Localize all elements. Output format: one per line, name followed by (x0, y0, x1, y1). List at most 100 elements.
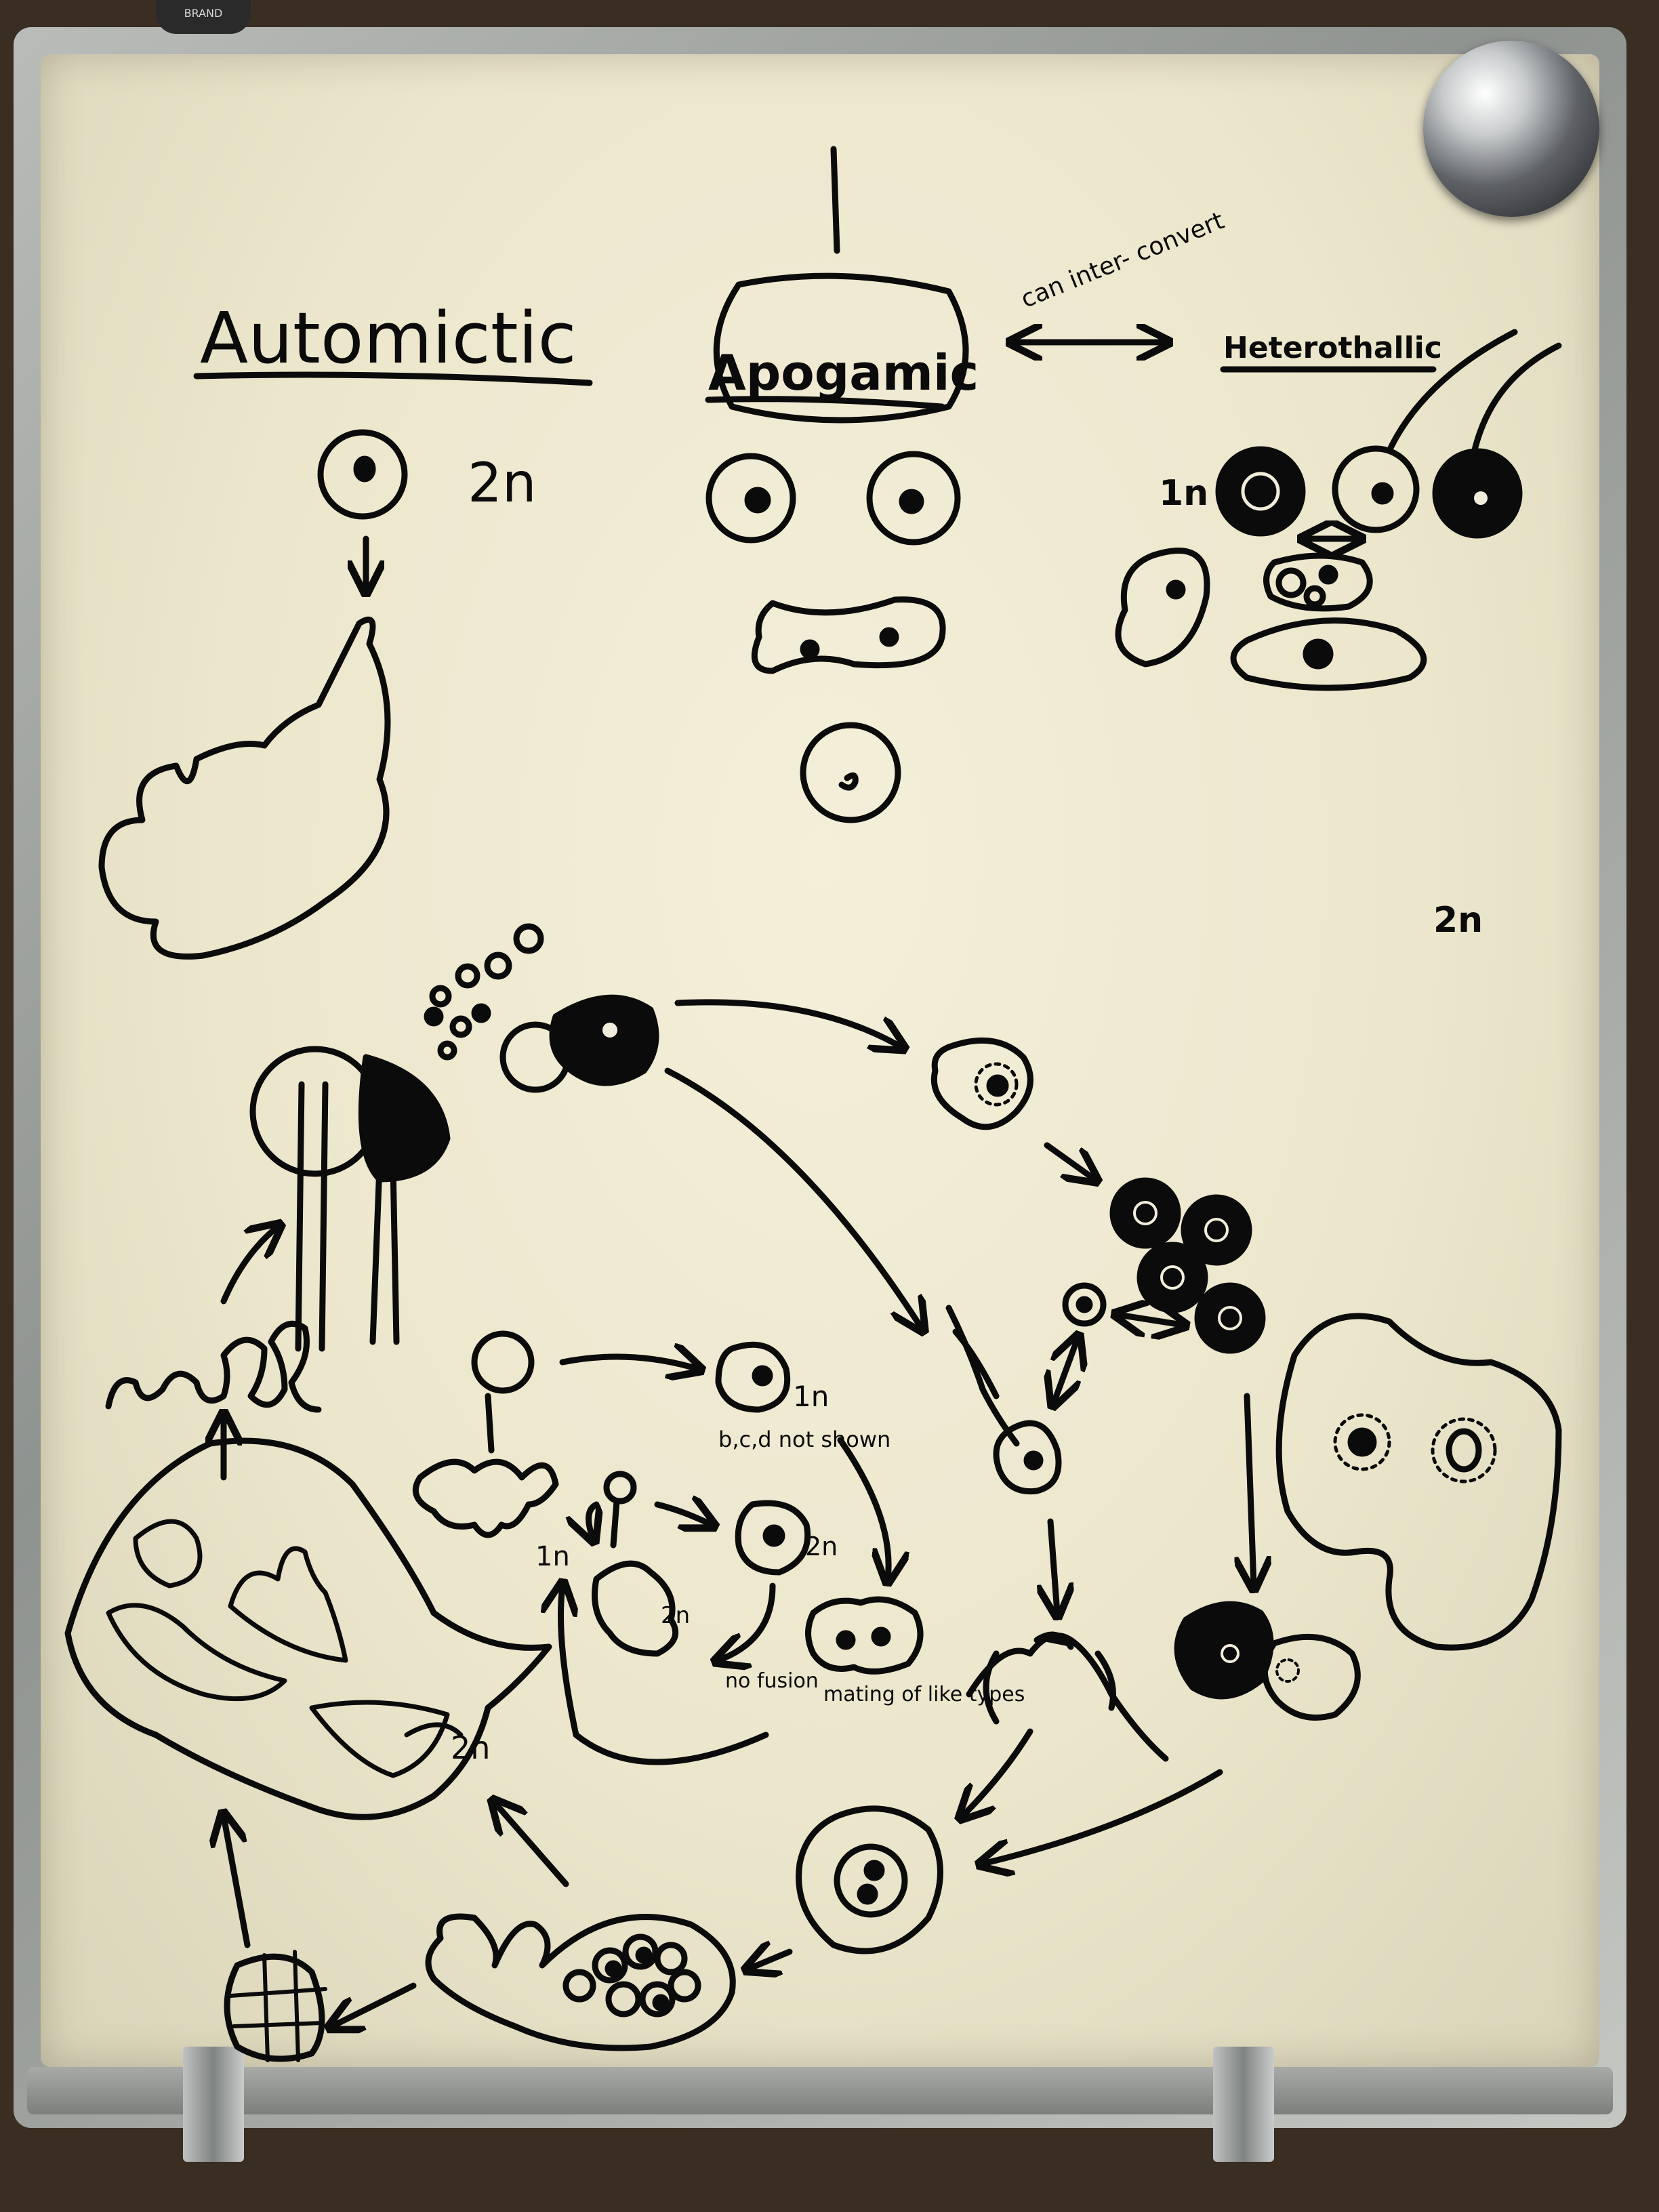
arrow-no-fusion (718, 1582, 776, 1660)
spore (513, 923, 544, 954)
spore (449, 1015, 472, 1038)
myxamoeba-2n (735, 1500, 811, 1576)
nucleus (800, 639, 820, 659)
fruiting-body-tiny (592, 1560, 679, 1657)
sclerotium-net (228, 1950, 327, 2062)
nucleus-cell (668, 1969, 701, 2003)
nucleus-cell (605, 1981, 642, 2018)
sporangium-dark-head (358, 1054, 451, 1183)
nucleus-dividing (1431, 1417, 1497, 1483)
automictic-plasmodium (98, 616, 391, 960)
nucleus-outline (1303, 585, 1326, 608)
cell-swarm-arrow (1054, 1338, 1078, 1403)
heterothallic-zygote (1230, 617, 1427, 691)
zygote-inner (834, 1843, 908, 1918)
dark-cell (1136, 1242, 1208, 1313)
nucleus (1303, 638, 1334, 670)
arrow-to-swarm-cell (664, 1067, 922, 1328)
arrow-to-sclerotium (332, 1982, 417, 2026)
apogamic-fused-cells (751, 596, 946, 674)
nucleus (1023, 1450, 1044, 1471)
ploidy-2n-small-amoeba: 2n (805, 1532, 838, 1561)
apogamic-zygote (800, 722, 901, 823)
automictic-spore (317, 429, 408, 520)
note-no-fusion: no fusion (725, 1669, 819, 1693)
apogamic-amoeba-left (705, 453, 796, 544)
fusing-light-cell (1261, 1633, 1361, 1721)
spore (429, 985, 452, 1008)
spore (484, 951, 512, 980)
nucleus (1371, 482, 1394, 505)
mating-swarm-cells (966, 1632, 1169, 1762)
heading-automictic: Automictic (200, 297, 577, 380)
arrow-to-amoeba (674, 999, 901, 1047)
apogamic-underline (705, 396, 945, 410)
arrow-to-young-plasmodium (749, 1952, 793, 1969)
young-plasmodium (425, 1913, 736, 2051)
heterothallic-dark-cell (1215, 446, 1306, 537)
flagellum (1471, 342, 1562, 456)
plasmodium-veins (106, 1519, 464, 1778)
small-cell (1062, 1282, 1107, 1327)
nucleus-dividing (1333, 1413, 1391, 1471)
ploidy-1n-heterothallic: 1n (1159, 473, 1208, 514)
tray-clip-left (183, 2047, 244, 2162)
arrow-small (589, 1501, 596, 1538)
dark-cell (1194, 1282, 1266, 1354)
nucleus (857, 1883, 878, 1905)
sporangium-small (471, 1330, 535, 1394)
magnet-icon (1423, 41, 1599, 217)
nucleus (1474, 491, 1488, 505)
fusion-point (1033, 1631, 1074, 1650)
mating-pair-cells (805, 1596, 924, 1675)
spore (437, 1040, 457, 1061)
nucleus (1221, 1644, 1240, 1663)
nucleus-dividing (1275, 1658, 1300, 1683)
nucleus (1076, 1296, 1093, 1313)
arrow-back-to-plasmodium (561, 1586, 769, 1765)
sporangium-stalk (295, 1081, 400, 1352)
nucleus (1218, 1306, 1242, 1330)
nucleus (879, 627, 899, 647)
nucleus (605, 1960, 622, 1978)
nucleus (600, 1020, 620, 1040)
flagellum (983, 1650, 1116, 1725)
svg-text:b,c,d not shown: b,c,d not shown (718, 1427, 890, 1452)
nucleus (836, 1630, 856, 1650)
nucleus (762, 1524, 785, 1547)
swarm-cell (993, 1420, 1062, 1495)
brand-tab: BRAND (156, 0, 251, 34)
spore (424, 1006, 444, 1027)
sporangium-tiny (603, 1471, 637, 1504)
developing-sporangia (105, 1320, 322, 1413)
apogamic-outline (713, 272, 969, 424)
nucleus-cell (562, 1969, 596, 2003)
arrow-to-cluster (1044, 1142, 1094, 1179)
heterothallic-fusing-cells (1263, 552, 1373, 612)
arrow-to-myxamoeba (559, 1357, 698, 1369)
nucleus (986, 1074, 1009, 1097)
sporangium-stalk-small (485, 1393, 495, 1454)
ploidy-2n-automictic: 2n (468, 451, 537, 514)
arrow-to-zygote-2 (983, 1769, 1223, 1864)
nucleus (1347, 1427, 1377, 1457)
heterothallic-amoeba (1115, 548, 1210, 668)
nucleus (1166, 579, 1186, 600)
nucleus-cell (639, 1981, 676, 2018)
nucleus (652, 1994, 670, 2011)
arrow-to-plasmodium (495, 1803, 569, 1887)
myxamoeba (930, 1037, 1033, 1130)
flagellum (945, 1305, 1020, 1447)
heading-heterothallic: Heterothallic (1223, 331, 1442, 365)
heading-apogamic: Apogamic (708, 344, 979, 401)
ploidy-2n-right: 2n (1433, 900, 1483, 941)
ploidy-2n-plasmodium: 2n (451, 1729, 490, 1766)
apogamic-amoeba-right (866, 451, 961, 546)
whiteboard-surface (41, 54, 1599, 2067)
nucleus (635, 1946, 653, 1964)
nucleus-cell (622, 1933, 659, 1970)
nucleus-outline (1446, 1428, 1482, 1473)
note-bcd-not-shown: b,c,d not shown (718, 1427, 890, 1452)
nucleus (899, 489, 924, 514)
spore-nucleus (353, 455, 376, 483)
